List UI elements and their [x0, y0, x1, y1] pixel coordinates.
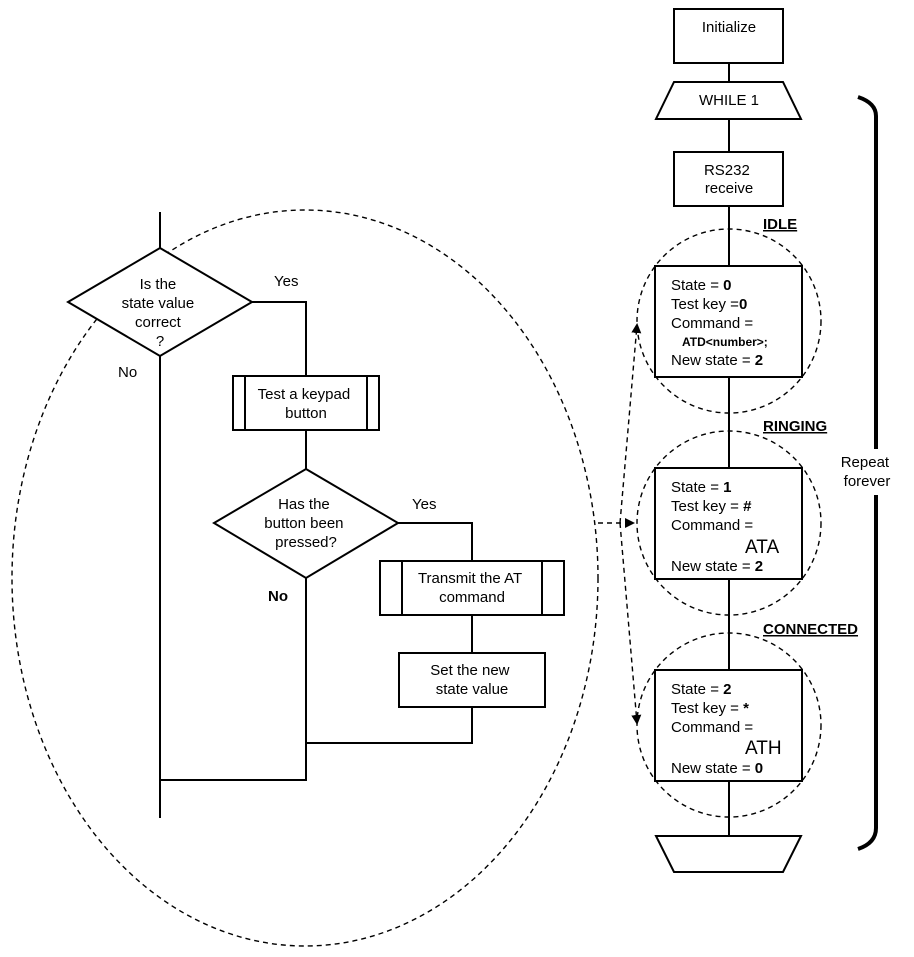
merge-line-2	[160, 578, 307, 781]
pressed-yes-line	[398, 522, 473, 561]
rs232-text: RS232 receive	[704, 162, 754, 197]
decision-state-correct	[66, 246, 254, 358]
decision-state-yes-label: Yes	[274, 273, 298, 290]
connected-key-line: Test key = *	[671, 700, 749, 717]
idle-command-label: Command =	[671, 315, 753, 332]
ringing-circle	[636, 430, 822, 616]
set-state-text: Set the new state value	[430, 662, 513, 698]
connected-new-state-line: New state = 0	[671, 760, 763, 777]
rs232-box	[673, 151, 784, 207]
ringing-command-value: ATA	[745, 537, 779, 558]
idle-state-line: State = 0	[671, 277, 731, 294]
ringing-state-box	[654, 467, 803, 580]
set-state-box	[398, 652, 546, 708]
transmit-box	[379, 560, 565, 616]
connected-state-box	[654, 669, 803, 782]
initialize-box	[673, 8, 784, 64]
state-label-idle: IDLE	[763, 216, 797, 233]
ringing-command-label: Command =	[671, 517, 753, 534]
connector-idle	[619, 323, 642, 524]
decision-pressed-text: Has the button been pressed?	[264, 496, 347, 551]
connected-command-label: Command =	[671, 719, 753, 736]
ringing-key-line: Test key = #	[671, 498, 752, 515]
transmit-text: Transmit the AT command	[418, 570, 526, 606]
connected-circle	[636, 632, 822, 818]
ringing-new-state-line: New state = 2	[671, 558, 763, 575]
state-label-ringing: RINGING	[763, 418, 827, 435]
repeat-forever-text: Repeat forever	[841, 454, 894, 490]
idle-command-value: ATD<number>;	[682, 335, 768, 349]
ringing-state-line: State = 1	[671, 479, 731, 496]
idle-key-line: Test key =0	[671, 296, 747, 313]
while-loop-start	[654, 81, 803, 120]
idle-circle	[636, 228, 822, 414]
connector-connected	[619, 522, 642, 725]
yes-branch-line	[252, 301, 307, 376]
decision-state-no-label: No	[118, 364, 137, 381]
merge-line-1	[306, 707, 473, 744]
subflow-ellipse	[11, 209, 599, 947]
decision-state-text: Is the state value correct ?	[122, 276, 199, 350]
connected-command-value: ATH	[745, 738, 782, 759]
idle-new-state-line: New state = 2	[671, 352, 763, 369]
test-keypad-text: Test a keypad button	[258, 386, 355, 422]
while-loop-end	[654, 835, 803, 873]
decision-pressed-no-label: No	[268, 588, 288, 605]
idle-state-box	[654, 265, 803, 378]
decision-pressed-yes-label: Yes	[412, 496, 436, 513]
connected-state-line: State = 2	[671, 681, 731, 698]
initialize-text: Initialize	[702, 19, 756, 36]
while-text: WHILE 1	[699, 92, 759, 109]
state-label-connected: CONNECTED	[763, 621, 858, 638]
